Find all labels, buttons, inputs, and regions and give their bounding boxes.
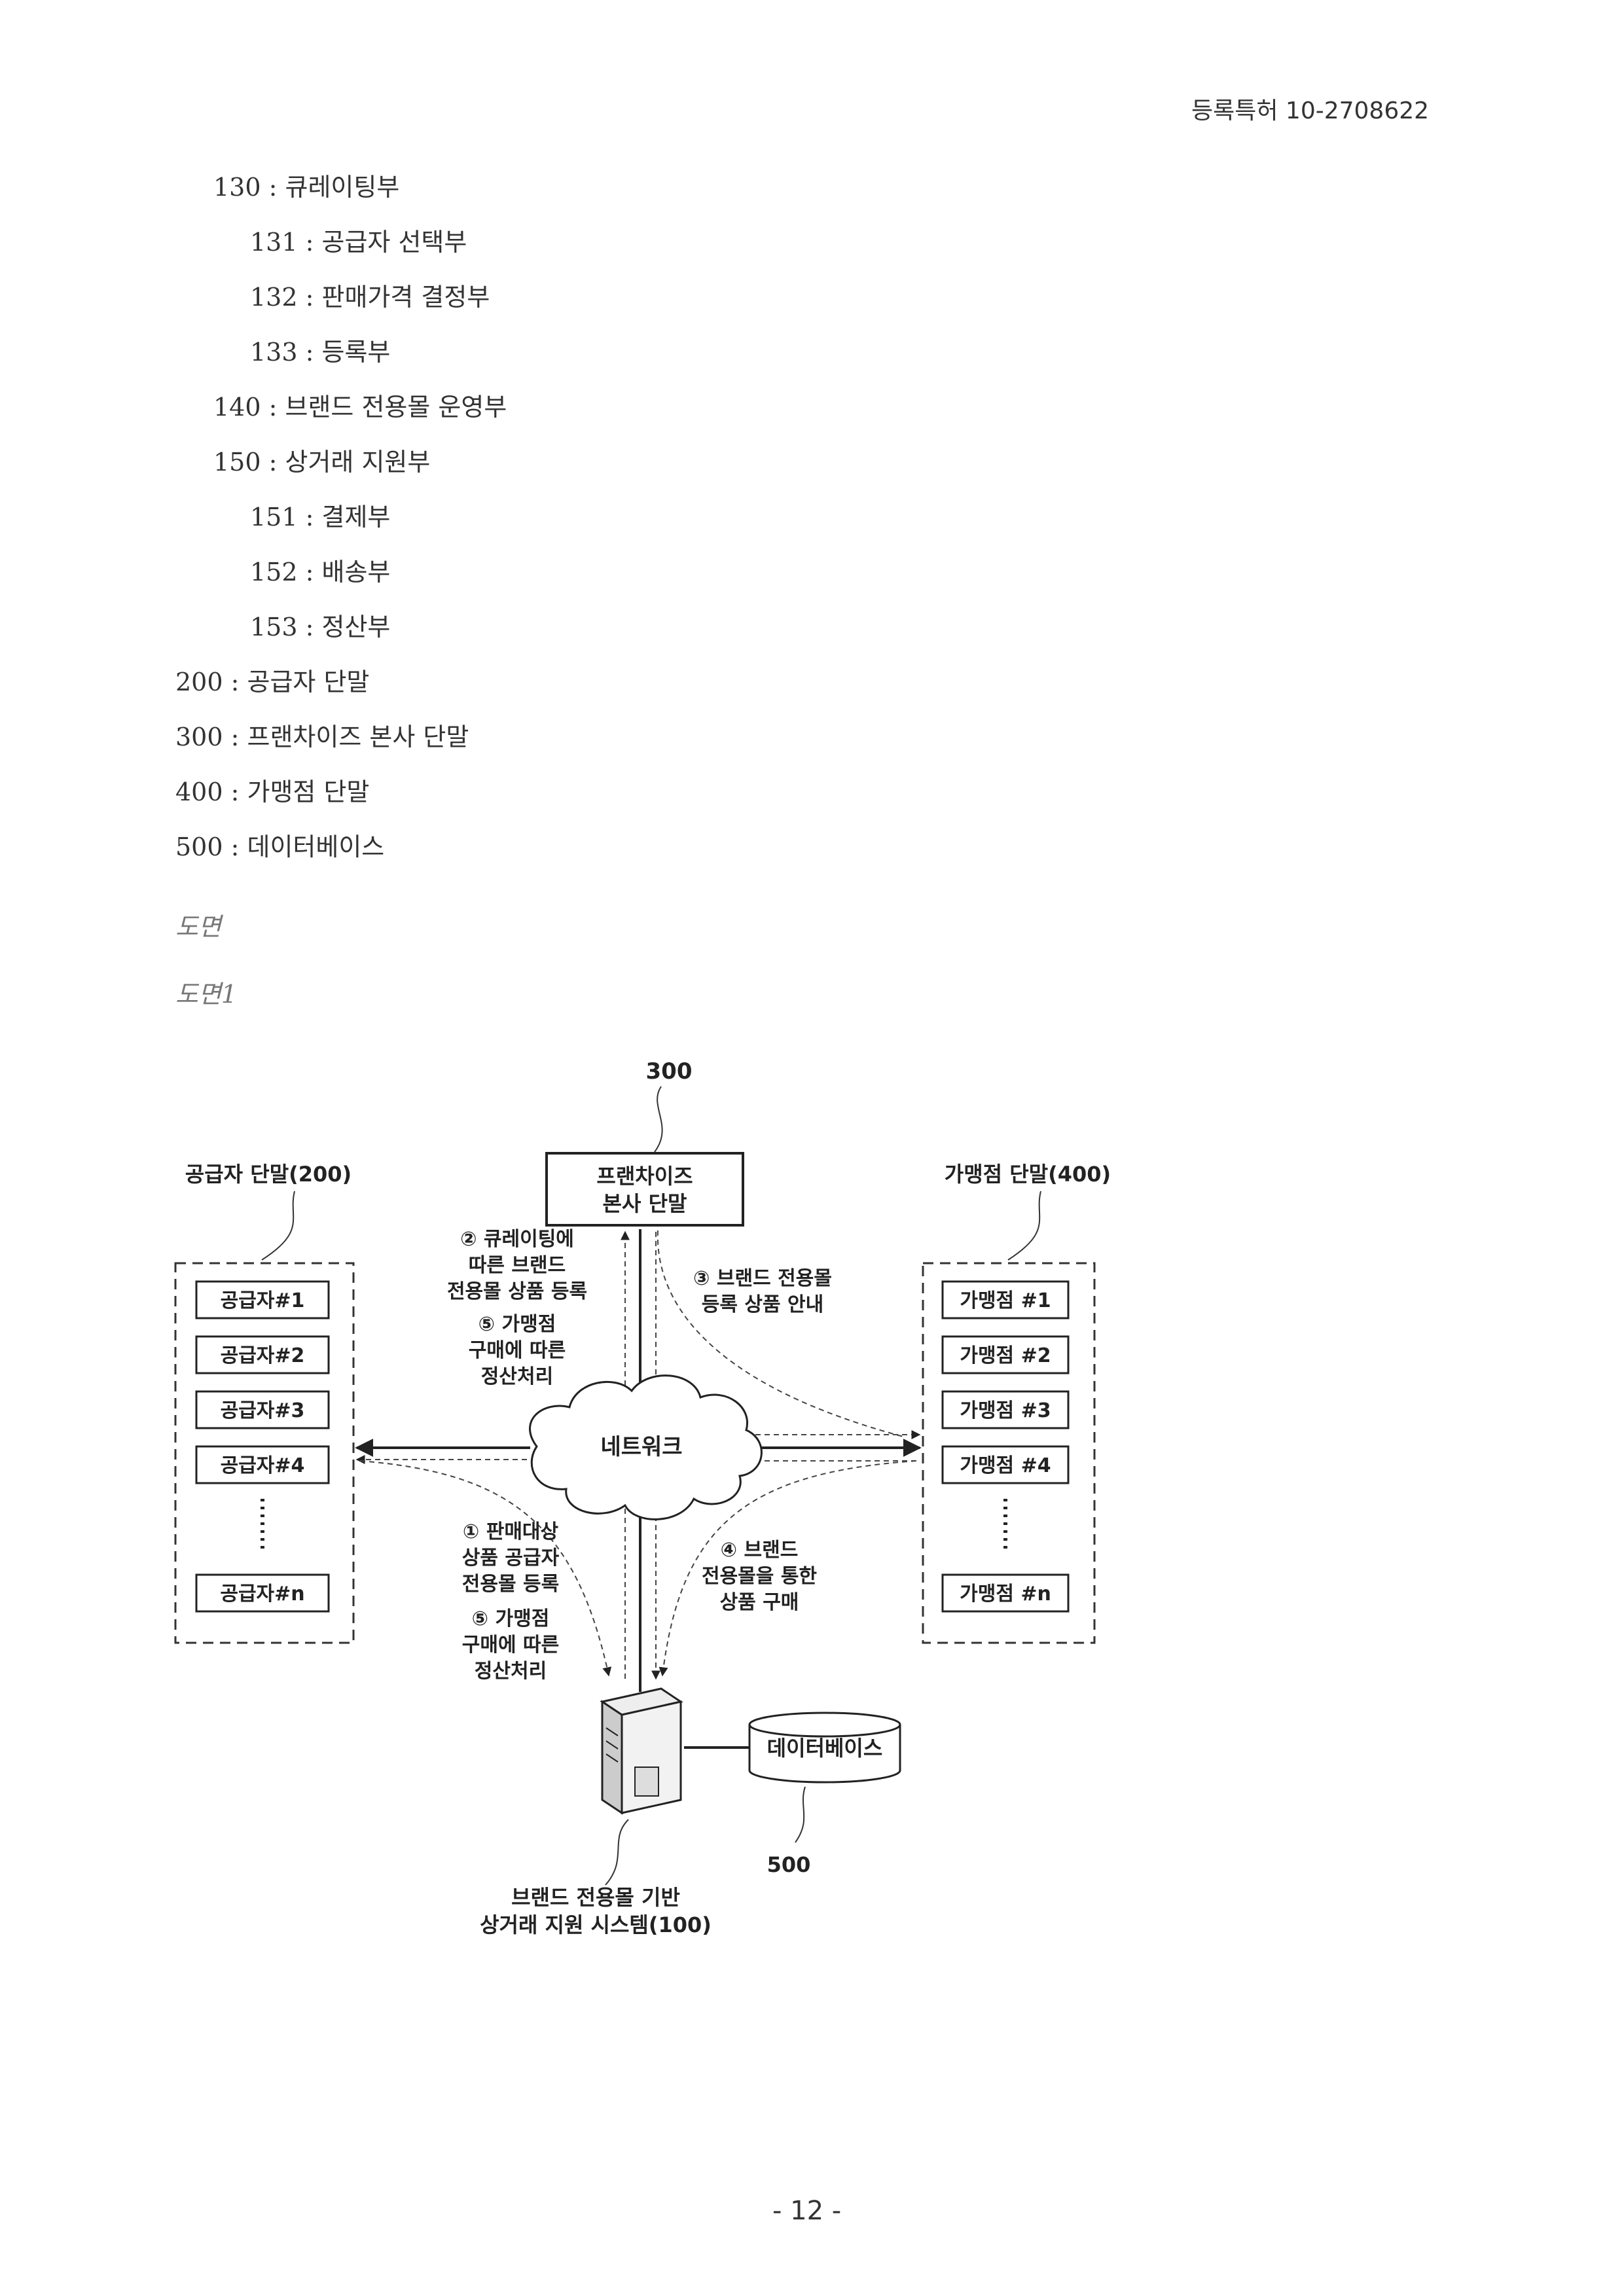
- svg-text:④ 브랜드: ④ 브랜드: [721, 1539, 799, 1562]
- supplier-item: 공급자#3: [221, 1399, 305, 1422]
- franchise-item: 가맹점 #4: [960, 1454, 1051, 1477]
- svg-text:따른 브랜드: 따른 브랜드: [469, 1254, 566, 1277]
- legend-item: 131 : 공급자 선택부: [250, 222, 467, 258]
- database-label: 데이터베이스: [767, 1736, 883, 1761]
- svg-text:전용몰 등록: 전용몰 등록: [462, 1573, 559, 1596]
- legend-item: 153 : 정산부: [250, 607, 390, 643]
- svg-text:상품 공급자: 상품 공급자: [462, 1547, 560, 1570]
- franchise-leader-line: [1008, 1191, 1041, 1260]
- svg-text:구매에 따른: 구매에 따른: [462, 1634, 559, 1657]
- franchise-item: 가맹점 #2: [960, 1344, 1051, 1367]
- franchise-item: 가맹점 #1: [960, 1289, 1051, 1312]
- network-label: 네트워크: [600, 1434, 682, 1460]
- svg-text:전용몰 상품 등록: 전용몰 상품 등록: [447, 1280, 587, 1303]
- legend-item: 150 : 상거래 지원부: [213, 442, 430, 478]
- svg-text:상품 구매: 상품 구매: [720, 1591, 799, 1614]
- legend-item: 133 : 등록부: [250, 332, 390, 368]
- supplier-leader-line: [262, 1191, 295, 1260]
- legend-item: 400 : 가맹점 단말: [175, 772, 369, 808]
- svg-text:등록 상품 안내: 등록 상품 안내: [702, 1293, 824, 1316]
- step3-annotation: ③ 브랜드 전용몰 등록 상품 안내: [693, 1267, 832, 1316]
- hq-ref-number: 300: [646, 1058, 693, 1085]
- hq-label-line1: 프랜차이즈: [596, 1164, 693, 1189]
- system-leader-line: [605, 1820, 628, 1885]
- page-number: - 12 -: [772, 2196, 841, 2226]
- legend-item: 300 : 프랜차이즈 본사 단말: [175, 717, 469, 753]
- legend-item: 130 : 큐레이팅부: [213, 167, 399, 203]
- db-ref-number: 500: [767, 1852, 811, 1877]
- hq-leader-line: [655, 1086, 662, 1152]
- supplier-group-title: 공급자 단말(200): [185, 1162, 352, 1187]
- legend-item: 152 : 배송부: [250, 552, 390, 588]
- hq-label-line2: 본사 단말: [603, 1191, 687, 1216]
- supplier-item: 공급자#n: [220, 1583, 304, 1605]
- legend-item: 132 : 판매가격 결정부: [250, 277, 490, 313]
- steps-top-left: ② 큐레이팅에 따른 브랜드 전용몰 상품 등록 ⑤ 가맹점 구매에 따른 정산…: [447, 1228, 587, 1388]
- figure-heading: 도면1: [175, 974, 237, 1010]
- server-icon: [602, 1689, 681, 1813]
- svg-text:⑤ 가맹점: ⑤ 가맹점: [472, 1607, 550, 1630]
- svg-text:정산처리: 정산처리: [475, 1660, 547, 1683]
- svg-text:⑤ 가맹점: ⑤ 가맹점: [478, 1313, 556, 1336]
- svg-text:② 큐레이팅에: ② 큐레이팅에: [460, 1228, 574, 1251]
- system-diagram: 300 프랜차이즈 본사 단말 공급자 단말(200) 공급자#1 공급자#2 …: [0, 1021, 1624, 1977]
- patent-number: 등록특허 10-2708622: [1191, 92, 1429, 126]
- supplier-item: 공급자#4: [221, 1454, 305, 1477]
- legend-item: 140 : 브랜드 전용몰 운영부: [213, 387, 507, 423]
- step4-annotation: ④ 브랜드 전용몰을 통한 상품 구매: [702, 1539, 817, 1614]
- system-label-line2: 상거래 지원 시스템(100): [480, 1912, 712, 1937]
- supplier-list: 공급자#1 공급자#2 공급자#3 공급자#4 공급자#n: [196, 1282, 329, 1611]
- svg-text:정산처리: 정산처리: [481, 1365, 553, 1388]
- franchise-item: 가맹점 #3: [960, 1399, 1051, 1422]
- legend-item: 500 : 데이터베이스: [175, 827, 384, 863]
- drawings-heading: 도면: [175, 906, 221, 942]
- legend-item: 200 : 공급자 단말: [175, 662, 369, 698]
- svg-text:구매에 따른: 구매에 따른: [469, 1339, 566, 1362]
- svg-text:전용몰을 통한: 전용몰을 통한: [702, 1565, 817, 1588]
- steps-bottom-left: ① 판매대상 상품 공급자 전용몰 등록 ⑤ 가맹점 구매에 따른 정산처리: [462, 1520, 560, 1683]
- db-leader-line: [795, 1787, 805, 1842]
- supplier-item: 공급자#2: [221, 1344, 305, 1367]
- franchise-group-title: 가맹점 단말(400): [945, 1162, 1111, 1187]
- system-label-line1: 브랜드 전용몰 기반: [511, 1885, 680, 1910]
- svg-text:③ 브랜드 전용몰: ③ 브랜드 전용몰: [693, 1267, 832, 1290]
- legend-item: 151 : 결제부: [250, 497, 390, 533]
- svg-text:① 판매대상: ① 판매대상: [463, 1520, 559, 1543]
- supplier-item: 공급자#1: [221, 1289, 305, 1312]
- franchise-list: 가맹점 #1 가맹점 #2 가맹점 #3 가맹점 #4 가맹점 #n: [943, 1282, 1068, 1611]
- franchise-item: 가맹점 #n: [960, 1583, 1051, 1605]
